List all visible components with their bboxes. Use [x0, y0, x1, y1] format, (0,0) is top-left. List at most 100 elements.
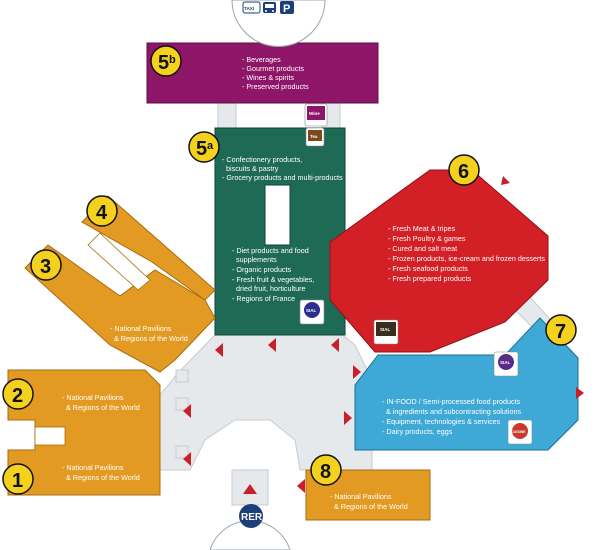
hall-5a-badge: 5 a: [188, 131, 220, 163]
hall-5b-line-2: - Gourmet products: [242, 64, 304, 73]
parking-label: P: [283, 3, 290, 15]
hall-5a[interactable]: - Confectionery products, biscuits & pas…: [188, 127, 346, 336]
rer-icon: [239, 504, 263, 528]
arrow-walk-7: [353, 365, 361, 379]
hall-8-line-1: - National Pavilions: [330, 492, 392, 501]
hall-2-number: 2: [12, 385, 23, 407]
arrow-walk-3: [331, 338, 339, 352]
hall-7-shape: [354, 317, 579, 451]
tea-logo: Tea: [305, 127, 325, 147]
sial-seafood-logo: SIAL: [373, 319, 399, 345]
arrow-walk-4: [183, 404, 191, 418]
sial-organic-logo: SIAL: [299, 299, 325, 325]
hall-6-line-3: - Cured and salt meat: [388, 244, 457, 253]
hall-1-line-2: & Regions of the World: [66, 473, 140, 482]
arrow-walk-1: [215, 343, 223, 357]
hall-6-badge: 6: [448, 154, 480, 186]
hall-3-badge: 3: [30, 249, 62, 281]
hall-3-label: - National Pavilions & Regions of the Wo…: [110, 324, 188, 343]
hall-8[interactable]: - National Pavilions & Regions of the Wo…: [305, 454, 431, 521]
hall-6-line-2: - Fresh Poultry & games: [388, 234, 466, 243]
hall-7-line-3: - Equipment, technologies & services: [382, 417, 501, 426]
hall-6-line-1: - Fresh Meat & tripes: [388, 224, 456, 233]
hall-5b-line-4: - Preserved products: [242, 82, 309, 91]
hall-5a-bottom-line-4: - Fresh fruit & vegetables,: [232, 275, 314, 284]
hall-6-line-5: - Fresh seafood products: [388, 264, 468, 273]
hall-1-2-markers: [175, 369, 189, 459]
hall-5a-label-top: - Confectionery products, biscuits & pas…: [222, 155, 343, 182]
hall-5a-bottom-line-5: dried fruit, horticulture: [236, 284, 306, 293]
sial-dairy-logo: SIAL: [493, 351, 519, 377]
hall-6-line-4: - Frozen products, ice-cream and frozen …: [388, 254, 545, 263]
hall-3-4[interactable]: - National Pavilions & Regions of the Wo…: [24, 195, 216, 373]
hall-4-badge: 4: [86, 195, 118, 227]
hall-5b-superscript: b: [169, 54, 176, 66]
arrow-walk-2: [268, 338, 276, 352]
arrow-walk-5: [183, 452, 191, 466]
wine-logo-label: Wine: [309, 111, 320, 116]
arrow-walk-6: [344, 411, 352, 425]
hall-6[interactable]: - Fresh Meat & tripes - Fresh Poultry & …: [329, 154, 549, 353]
hall-5b-line-1: - Beverages: [242, 55, 281, 64]
hall-5a-top-line-3: - Grocery products and multi-products: [222, 173, 343, 182]
hall-8-number: 8: [320, 461, 331, 483]
hall-5a-shape: [214, 127, 346, 336]
hall-4-shape: [81, 195, 216, 301]
hall-1-badge: 1: [2, 463, 34, 495]
hall-5a-bottom-line-6: - Regions of France: [232, 294, 295, 303]
wine-world-logo: Wine: [304, 103, 328, 127]
hall-2-line-1: - National Pavilions: [62, 393, 124, 402]
hall-1-line-1: - National Pavilions: [62, 463, 124, 472]
hall-6-label: - Fresh Meat & tripes - Fresh Poultry & …: [388, 224, 545, 283]
hall-5a-bottom-line-1: - Diet products and food: [232, 246, 309, 255]
tea-logo-label: Tea: [310, 134, 318, 139]
hall-8-badge: 8: [310, 454, 342, 486]
sial-seafood-label: SIAL: [380, 327, 391, 332]
hall-3-number: 3: [40, 256, 51, 278]
hall-3-shape: [24, 244, 216, 373]
hall-5a-label-bottom: - Diet products and food supplements - O…: [232, 246, 314, 303]
sector-logos: Wine Tea SIAL SIAL SIAL CUISINE: [299, 103, 533, 445]
hall-5b-badge: 5 b: [150, 45, 182, 77]
hall-5a-superscript: a: [207, 140, 214, 152]
bus-icon: [263, 2, 276, 13]
arrow-8-left: [297, 479, 305, 493]
hall-7-number: 7: [555, 321, 566, 343]
hall-8-label: - National Pavilions & Regions of the Wo…: [330, 492, 408, 511]
hall-5a-bottom-line-3: - Organic products: [232, 265, 292, 274]
parking-icon: P: [280, 1, 294, 15]
hall-2-line-2: & Regions of the World: [66, 403, 140, 412]
hall-5b[interactable]: - Beverages - Gourmet products - Wines &…: [146, 42, 379, 104]
hall-7[interactable]: - IN-FOOD / Semi-processed food products…: [354, 314, 579, 451]
link-5b-5a-left: [217, 99, 237, 129]
hall-2-label: - National Pavilions & Regions of the Wo…: [62, 393, 140, 412]
rer-label: RER: [241, 512, 263, 523]
hall-5a-top-line-2: biscuits & pastry: [226, 164, 279, 173]
hall-3-line-2: & Regions of the World: [114, 334, 188, 343]
rer-access-panel[interactable]: RER: [209, 504, 291, 550]
hall-7-line-1: - IN-FOOD / Semi-processed food products: [382, 397, 521, 406]
hall-5b-label: - Beverages - Gourmet products - Wines &…: [242, 55, 309, 91]
hall-5b-number: 5: [158, 52, 169, 74]
hall-5a-bottom-line-2: supplements: [236, 255, 277, 264]
taxi-label: TAXI: [244, 6, 254, 11]
cuisine-logo: CUISINE: [507, 419, 533, 445]
hall-5b-shape: [146, 42, 379, 104]
arrow-rer: [243, 484, 257, 494]
hall-1-2[interactable]: - National Pavilions & Regions of the Wo…: [2, 369, 161, 496]
hall-6-line-6: - Fresh prepared products: [388, 274, 472, 283]
hall-1-2-gap: [34, 426, 66, 446]
cuisine-logo-label: CUISINE: [511, 430, 526, 434]
arrow-6-top: [501, 176, 510, 185]
hall-7-line-2: & ingredients and subcontracting solutio…: [386, 407, 521, 416]
hall-3-4-gap: [87, 232, 151, 291]
hall-6-number: 6: [458, 161, 469, 183]
sial-organic-label: SIAL: [306, 308, 317, 313]
hall-5a-number: 5: [196, 138, 207, 160]
hall-3-line-1: - National Pavilions: [110, 324, 172, 333]
sial-dairy-label: SIAL: [500, 360, 511, 365]
top-access-panel[interactable]: TAXI P: [231, 0, 326, 47]
hall-5a-top-line-1: - Confectionery products,: [222, 155, 302, 164]
